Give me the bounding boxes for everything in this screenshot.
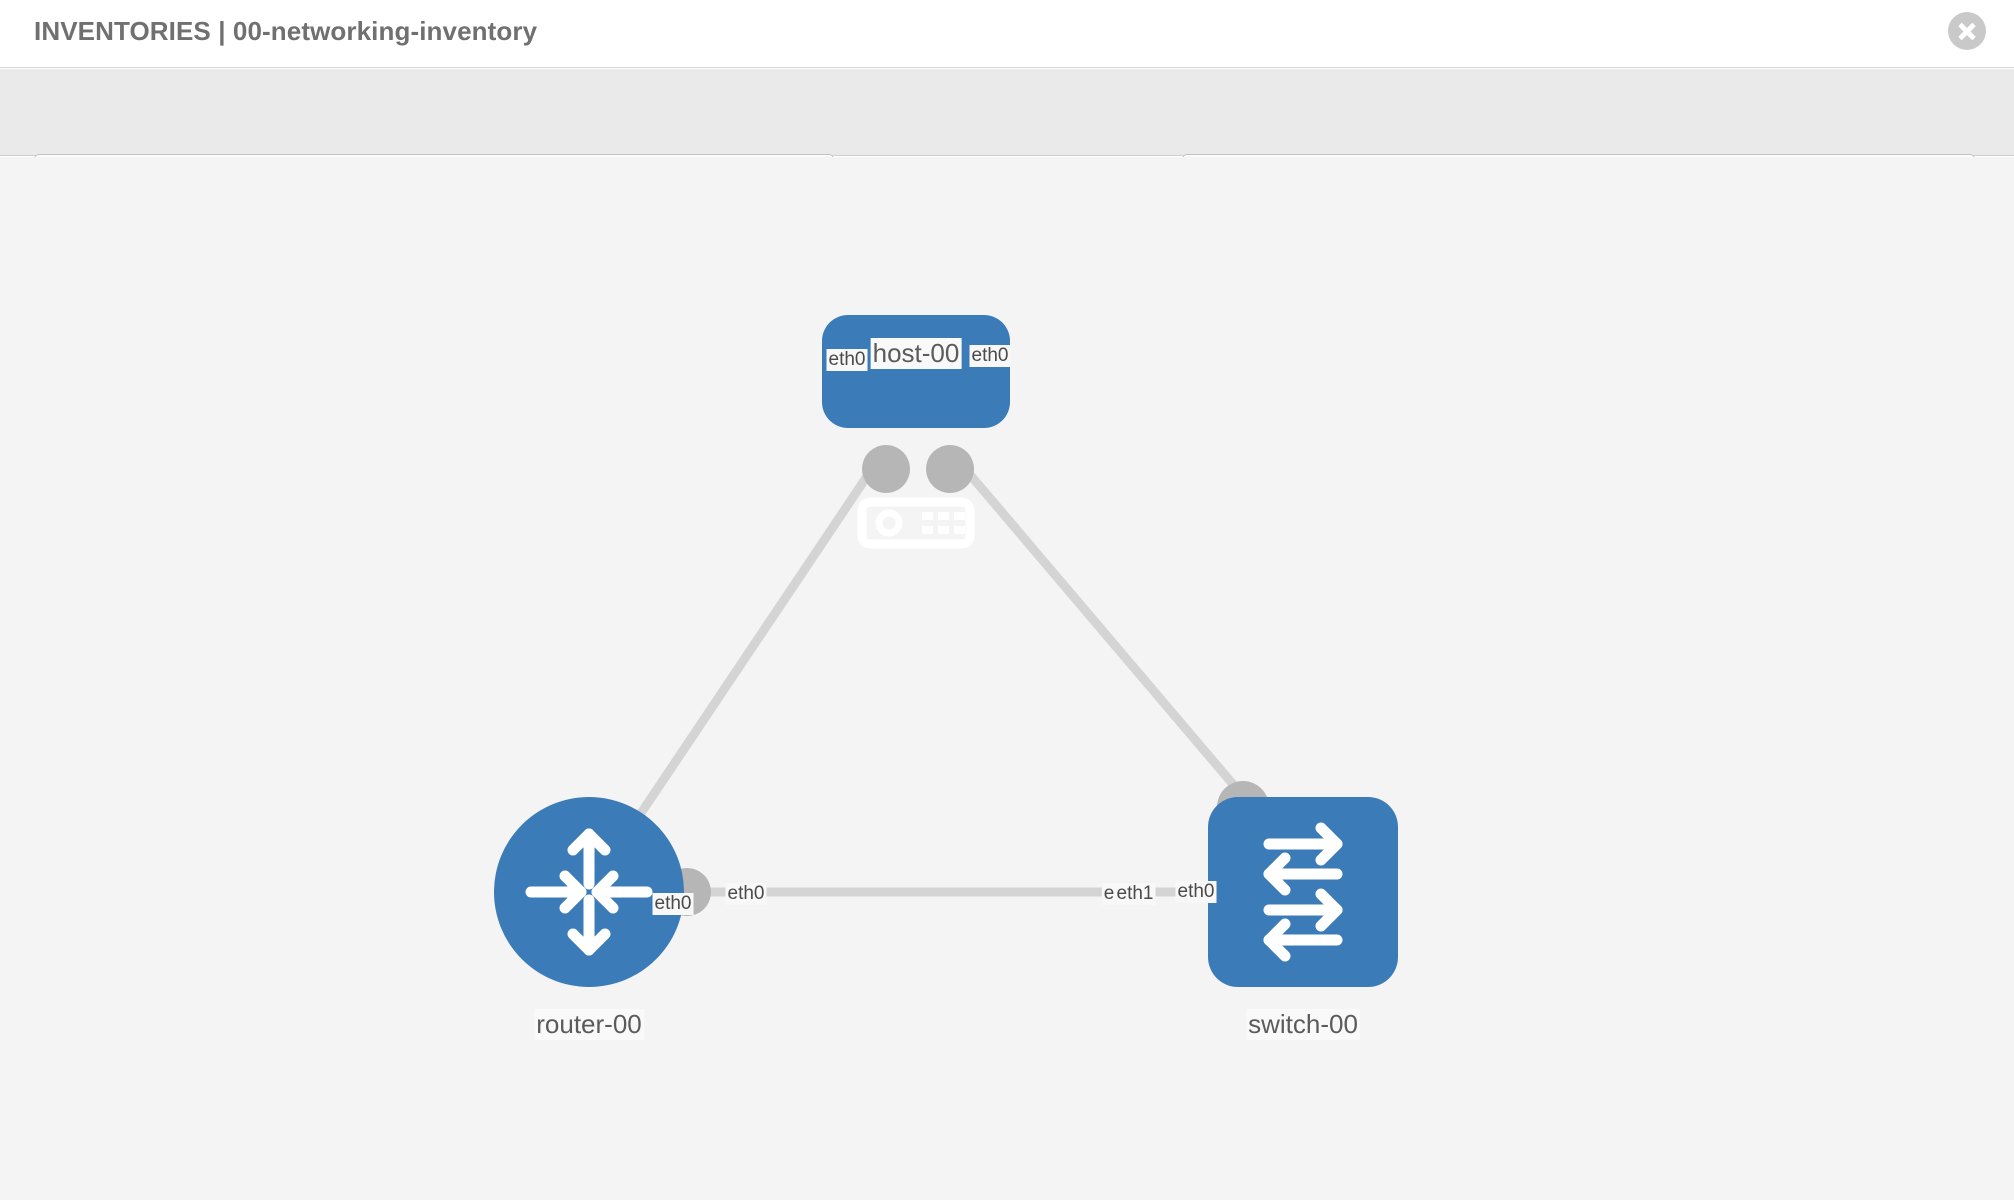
topology-graph (494, 315, 1398, 987)
router-icon (525, 828, 653, 956)
server-icon (857, 497, 975, 549)
topology-canvas[interactable]: host-00 router-00 switch-00 eth0 eth0 et… (0, 157, 2014, 1200)
node-label-router: router-00 (534, 1009, 644, 1040)
switch-icon (1263, 822, 1343, 962)
node-switch-00[interactable] (1208, 797, 1398, 987)
edge-label-host-right: eth0 (969, 345, 1011, 367)
close-icon[interactable] (1948, 12, 1986, 50)
connector-host-right[interactable] (926, 445, 974, 493)
node-host-00[interactable] (822, 315, 1010, 549)
edge-label-switch-up: eth0 (1175, 881, 1217, 903)
edge-label-switch-left-b: eth1 (1114, 883, 1156, 905)
node-label-host: host-00 (870, 338, 962, 369)
connector-host-left[interactable] (862, 445, 910, 493)
window-header: INVENTORIES | 00-networking-inventory (0, 0, 2014, 68)
edge-label-router-right: eth0 (725, 883, 767, 905)
link-layer (621, 454, 1269, 897)
toolbar: ACTIONS SEARCH (0, 69, 2014, 210)
link-host-router[interactable] (621, 454, 884, 840)
node-label-switch: switch-00 (1246, 1009, 1360, 1040)
edge-label-host-left: eth0 (826, 349, 868, 371)
edge-label-router-up: eth0 (652, 893, 694, 915)
node-router-00[interactable] (494, 797, 684, 987)
page-title: INVENTORIES | 00-networking-inventory (34, 16, 538, 46)
link-host-switch[interactable] (951, 454, 1269, 825)
